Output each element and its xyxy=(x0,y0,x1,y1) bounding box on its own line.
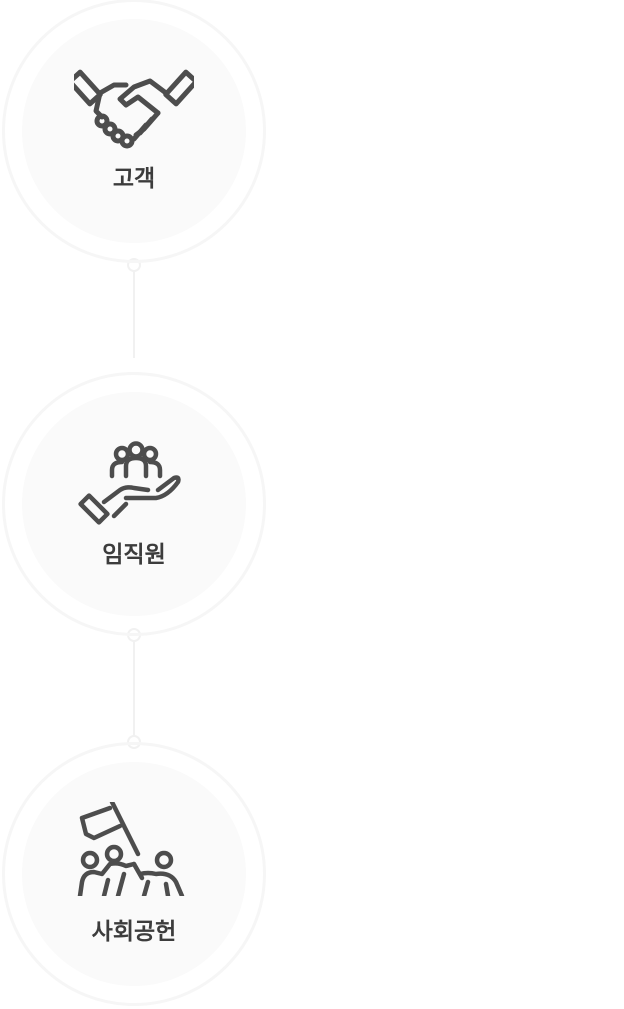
timeline-connector xyxy=(133,642,135,736)
node-disk xyxy=(22,19,246,243)
node-ring xyxy=(2,0,266,263)
node-disk xyxy=(22,392,246,616)
stakeholder-node-social-contribution: 사회공헌 xyxy=(0,740,268,1008)
node-ring xyxy=(2,372,266,636)
node-ring xyxy=(2,742,266,1006)
node-label: 사회공헌 xyxy=(91,919,177,945)
handshake-icon xyxy=(74,59,194,153)
stakeholder-node-employees: 임직원 xyxy=(0,370,268,638)
node-label: 고객 xyxy=(112,166,156,192)
node-label: 임직원 xyxy=(102,542,166,568)
node-disk xyxy=(22,762,246,986)
timeline-connector xyxy=(133,272,135,358)
stakeholder-node-customer: 고객 xyxy=(0,0,268,265)
people-with-flag-icon xyxy=(74,802,194,896)
hand-holding-people-icon xyxy=(74,432,194,526)
